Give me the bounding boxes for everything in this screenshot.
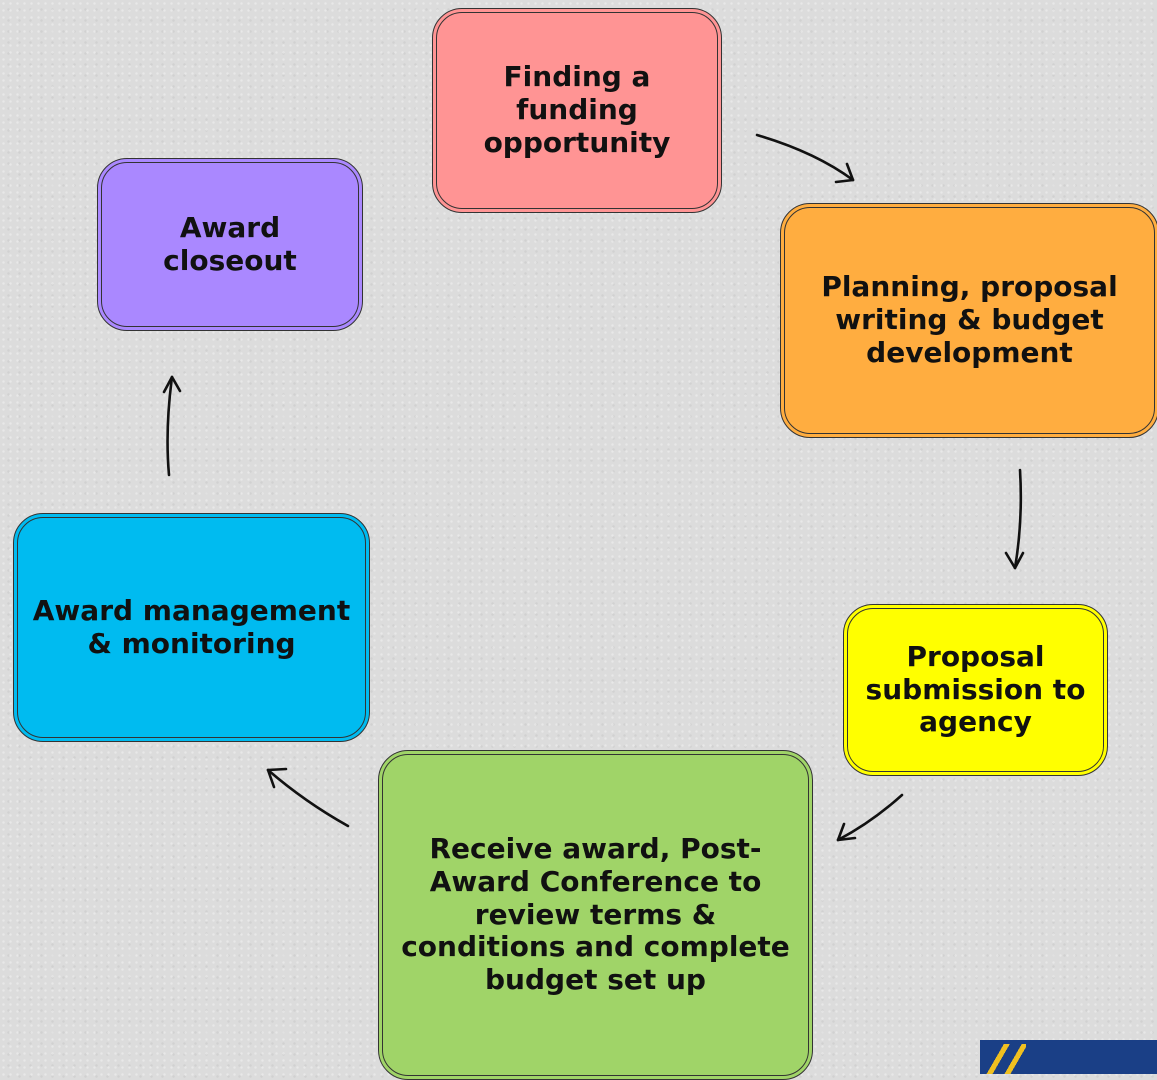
arrow-finding-to-planning (755, 133, 855, 184)
step-label: Award management & monitoring (32, 593, 351, 660)
step-receive-award: Receive award, Post-Award Conference to … (378, 750, 813, 1080)
step-planning-proposal-budget: Planning, proposal writing & budget deve… (780, 203, 1157, 438)
step-finding-funding-opportunity: Finding a funding opportunity (432, 8, 722, 213)
step-label: Award closeout (163, 210, 297, 277)
step-proposal-submission: Proposal submission to agency (843, 604, 1108, 776)
step-label: Finding a funding opportunity (483, 60, 671, 159)
organization-logo (980, 1040, 1157, 1074)
step-award-management: Award management & monitoring (13, 513, 370, 742)
step-label: Receive award, Post-Award Conference to … (401, 832, 790, 997)
arrow-submission-to-receive (836, 793, 904, 842)
arrow-management-to-closeout (162, 375, 182, 477)
step-label: Proposal submission to agency (865, 639, 1086, 739)
arrow-receive-to-management (266, 767, 350, 828)
logo-mark-icon (986, 1044, 1026, 1074)
arrow-planning-to-submission (1004, 468, 1025, 570)
step-label: Planning, proposal writing & budget deve… (821, 270, 1118, 369)
step-award-closeout: Award closeout (97, 158, 363, 331)
